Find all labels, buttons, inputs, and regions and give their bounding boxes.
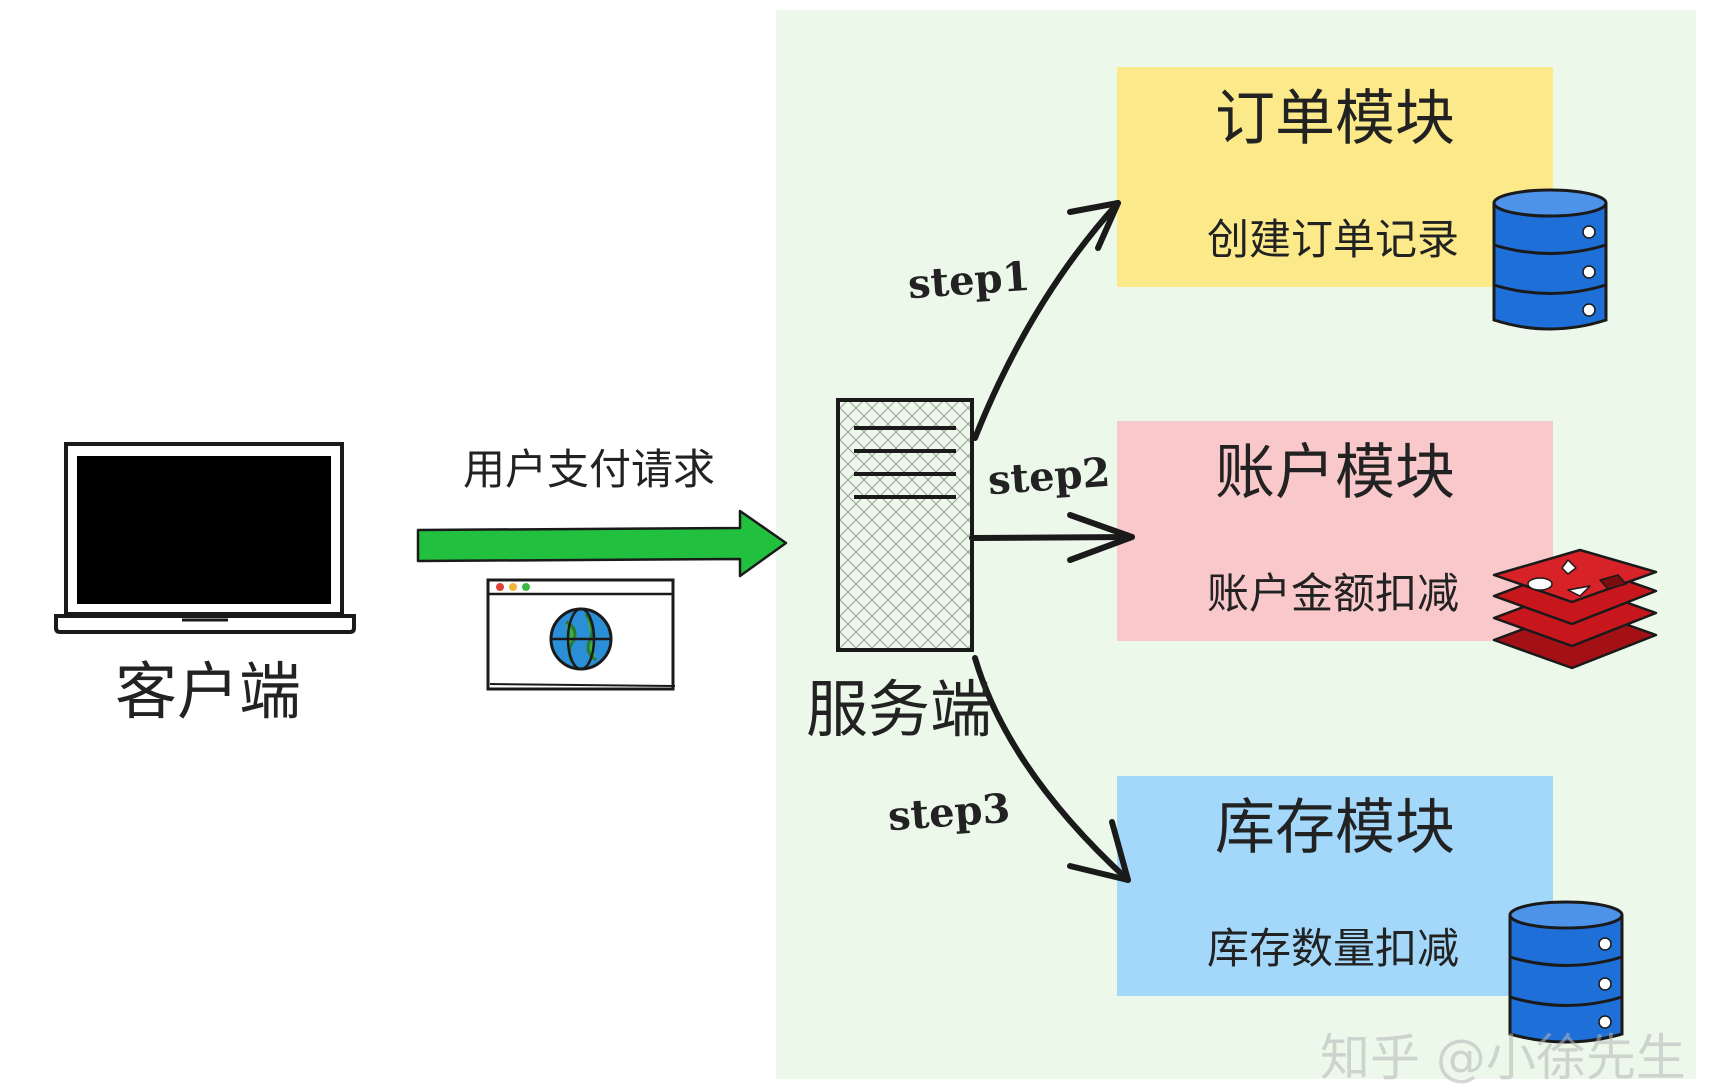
order-module-subtitle: 创建订单记录 <box>1207 215 1460 264</box>
laptop-icon <box>54 442 356 634</box>
account-module-subtitle: 账户金额扣减 <box>1207 569 1460 618</box>
server-icon <box>836 398 974 652</box>
account-module-title: 账户模块 <box>1215 438 1455 508</box>
server-label: 服务端 <box>806 673 993 746</box>
inventory-module-subtitle: 库存数量扣减 <box>1207 924 1460 973</box>
inventory-module-title: 库存模块 <box>1215 793 1455 863</box>
order-module: 订单模块 创建订单记录 <box>1117 67 1553 287</box>
step1-arrow <box>972 200 1121 441</box>
order-module-title: 订单模块 <box>1215 84 1455 154</box>
inventory-module: 库存模块 库存数量扣减 <box>1117 776 1553 996</box>
step1-label: step1 <box>906 252 1032 309</box>
step3-arrow <box>972 655 1131 883</box>
account-module: 账户模块 账户金额扣减 <box>1117 421 1553 641</box>
watermark: 知乎 @小徐先生 <box>1320 1029 1686 1087</box>
request-label: 用户支付请求 <box>463 445 716 494</box>
step2-label: step2 <box>986 448 1112 505</box>
database-icon <box>1508 900 1624 1044</box>
globe-icon <box>549 607 613 671</box>
browser-icon <box>486 578 676 691</box>
step3-label: step3 <box>886 784 1012 841</box>
step2-arrow <box>969 512 1135 563</box>
redis-icon <box>1492 548 1658 670</box>
database-icon <box>1492 188 1608 331</box>
request-arrow <box>416 509 788 578</box>
client-label: 客户端 <box>115 655 302 728</box>
